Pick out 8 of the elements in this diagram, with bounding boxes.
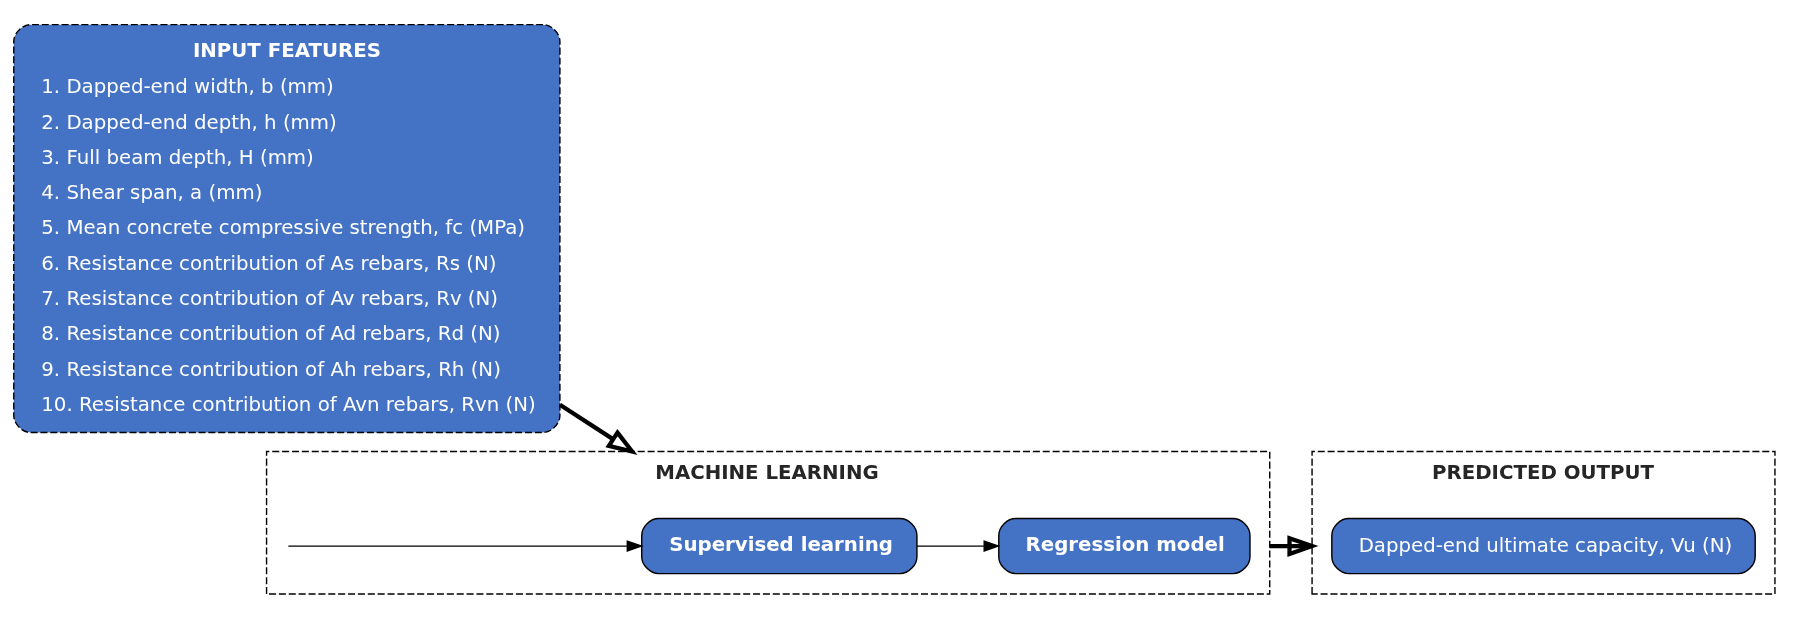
node-box: Regression model xyxy=(998,517,1251,575)
arrow xyxy=(916,540,1001,552)
arrow xyxy=(1269,535,1319,557)
node-box: Dapped-end ultimate capacity, Vu (N) xyxy=(1331,517,1756,575)
node-box: Supervised learning xyxy=(641,517,918,575)
arrow xyxy=(287,540,644,552)
arrow xyxy=(558,402,638,455)
node-box: INPUT FEATURES 1. Dapped-end width, b (mm) 2. Dapped-end depth, h (mm) 3. Full beam depth, H (mm) 4. Shear span, a (mm) 5. Mean concrete compressive strength, fc (MPa) 6. Resistance contribution of As rebars, Rs (N) 7. Resistance contribution of Av rebars, Rv (N) 8. Resistance contribution of Ad rebars, Rd (N) 9. Resistance contribution of Ah rebars, Rh (N) 10. Resistance contribution of Avn rebars, Rvn (N) xyxy=(13,23,561,434)
